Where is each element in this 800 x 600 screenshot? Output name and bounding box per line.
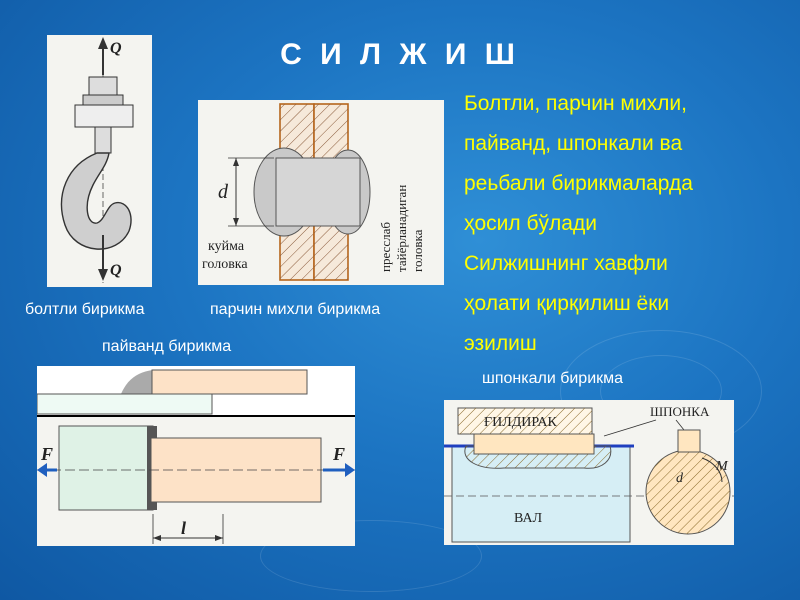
key-section — [677, 429, 701, 453]
load-label-bottom: Q — [110, 262, 122, 279]
key-figure: ҒИЛДИРАК ВАЛ ШПОНКА d M — [444, 400, 734, 545]
description-line: Болтли, парчин михли, — [464, 92, 687, 115]
description-text: Болтли, парчин михли, пайванд, шпонкали … — [464, 84, 784, 364]
weld-figure: F F l — [37, 366, 355, 546]
key-caption: шпонкали бирикма — [482, 370, 624, 387]
description-line: ҳосил бўлади — [464, 212, 597, 235]
hook-body — [60, 152, 132, 250]
weld-caption: пайванд бирикма — [102, 338, 232, 355]
description-line: ҳолати қирқилиш ёки — [464, 292, 670, 315]
key-label: ШПОНКА — [650, 404, 710, 419]
moment-label: M — [715, 459, 729, 474]
rivet-dimension-label: d — [218, 181, 229, 203]
press-head-label-2: тайёрланадиган — [394, 185, 409, 272]
shaft-label: ВАЛ — [514, 511, 543, 526]
cast-head-label-1: куйма — [208, 239, 245, 254]
slide-title: С И Л Ж И Ш — [280, 38, 520, 71]
press-head-label-1: пресслаб — [378, 222, 393, 272]
bolt-caption: болтли бирикма — [25, 301, 145, 318]
diameter-label: d — [676, 471, 684, 486]
force-label-left: F — [40, 444, 53, 464]
press-head-label-3: головка — [410, 229, 425, 272]
background-ripple — [260, 520, 482, 592]
length-label: l — [181, 518, 186, 538]
left-plate — [58, 425, 154, 511]
force-label-right: F — [332, 444, 345, 464]
description-line: Силжишнинг хавфли — [464, 252, 668, 275]
base-plate — [37, 393, 213, 415]
rivet-figure: d куйма головка пресслаб тайёрланадиган … — [198, 100, 444, 285]
description-line: реьбали бирикмаларда — [464, 172, 693, 195]
wheel-label: ҒИЛДИРАК — [484, 415, 557, 430]
nut — [88, 76, 118, 98]
cast-head-label-2: головка — [202, 257, 248, 272]
top-plate — [151, 369, 308, 395]
rivet-shank — [275, 157, 361, 227]
key — [473, 433, 595, 455]
bolt-hook-figure: Q Q — [47, 35, 152, 287]
rivet-caption: парчин михли бирикма — [210, 301, 381, 318]
load-label-top: Q — [110, 40, 122, 57]
description-line: пайванд, шпонкали ва — [464, 132, 683, 155]
description-line: эзилиш — [464, 332, 537, 355]
